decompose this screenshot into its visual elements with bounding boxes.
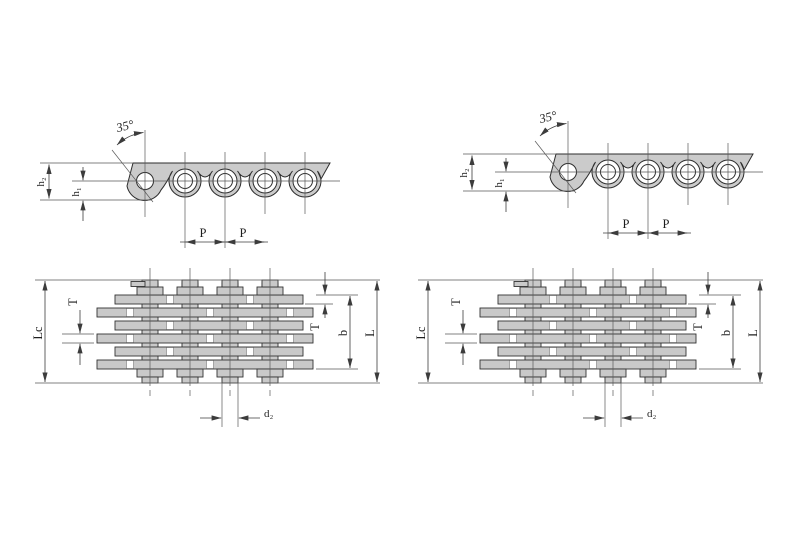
chain-plan-drawing <box>418 268 763 427</box>
d2-label: d₂ <box>647 408 657 420</box>
h1-label: h₁ <box>70 187 82 197</box>
t-right-label: T <box>308 323 322 331</box>
left-chain-side-view: 35° h₂ h₁ P P <box>35 117 340 248</box>
l-label: L <box>746 329 760 337</box>
left-chain-plan-view: Lc T T b L d₂ <box>31 268 380 427</box>
right-chain-plan-view: Lc T T b L d₂ <box>414 268 763 427</box>
angle-label: 35° <box>537 108 558 126</box>
pitch-label: P <box>623 217 630 231</box>
t-left-label: T <box>449 298 463 306</box>
angle-label: 35° <box>114 117 135 135</box>
l-label: L <box>363 329 377 337</box>
chain-profile-drawing <box>463 121 763 239</box>
b-label: b <box>336 330 350 336</box>
d2-label: d₂ <box>264 408 274 420</box>
chain-plan-drawing <box>35 268 380 427</box>
b-label: b <box>719 330 733 336</box>
h1-label: h₁ <box>493 178 505 188</box>
pitch-label: P <box>663 217 670 231</box>
lc-label: Lc <box>414 326 428 340</box>
pitch-label: P <box>200 226 207 240</box>
pitch-label: P <box>240 226 247 240</box>
chain-profile-drawing <box>40 130 340 248</box>
t-left-label: T <box>66 298 80 306</box>
right-chain-side-view: 35° h₂ h₁ P P <box>458 108 763 239</box>
h2-label: h₂ <box>458 168 470 178</box>
t-right-label: T <box>691 323 705 331</box>
h2-label: h₂ <box>35 177 47 187</box>
lc-label: Lc <box>31 326 45 340</box>
